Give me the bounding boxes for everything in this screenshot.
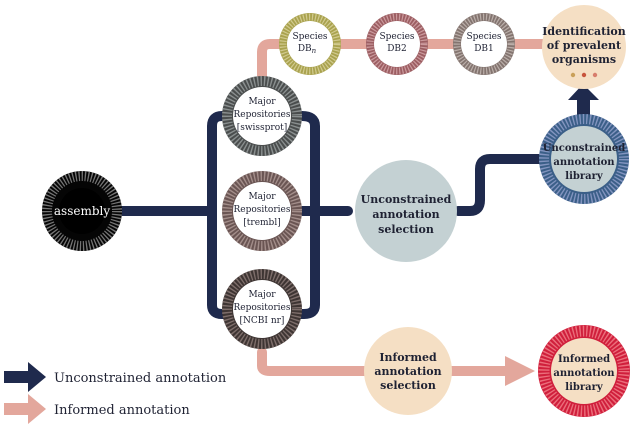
repo-ncbi-line1: Major — [248, 290, 276, 300]
repo-swissprot-line1: Major — [248, 97, 276, 107]
identification-line2: of prevalent — [547, 39, 622, 52]
repo-swissprot-line3: [swissprot] — [237, 123, 288, 133]
node-informed-library: Informed annotation library — [538, 325, 630, 417]
unconstrained-paths — [77, 111, 545, 319]
node-species-db2: Species DB2 — [366, 13, 428, 75]
path-swissprot-to-species — [257, 39, 290, 81]
node-unconstrained-library: Unconstrained annotation library — [539, 114, 629, 204]
repo-swissprot-line2: Repositories — [234, 110, 291, 120]
unconstrained-library-line3: library — [565, 171, 604, 182]
species-db1-line2: DB1 — [474, 44, 494, 54]
informed-selection-line3: selection — [380, 379, 436, 392]
legend-informed-label: Informed annotation — [54, 403, 190, 418]
arrow-up-to-identification — [568, 84, 599, 119]
identification-line3: organisms — [552, 53, 616, 66]
unconstrained-library-line2: annotation — [553, 157, 615, 168]
species-dbn-db: DB — [298, 44, 312, 54]
repo-ncbi-line2: Repositories — [234, 303, 291, 313]
node-repo-ncbi: Major Repositories [NCBI nr] — [222, 269, 302, 349]
legend-unconstrained: Unconstrained annotation — [4, 362, 227, 392]
unconstrained-arrow-icon — [4, 362, 46, 392]
unconstrained-selection-line1: Unconstrained — [361, 193, 452, 206]
unconstrained-library-line1: Unconstrained — [543, 143, 625, 154]
species-db1-line1: Species — [466, 32, 501, 42]
species-dbn-subscript: n — [312, 47, 317, 55]
species-dbn-line1: Species — [292, 32, 327, 42]
legend: Unconstrained annotation Informed annota… — [4, 362, 227, 424]
informed-arrow-icon — [4, 394, 46, 424]
informed-selection-line2: annotation — [374, 365, 441, 378]
informed-library-line3: library — [565, 382, 604, 393]
organism-dot-3 — [592, 72, 598, 78]
unconstrained-selection-line2: annotation — [372, 208, 439, 221]
informed-selection-line1: Informed — [379, 351, 437, 364]
repo-trembl-line2: Repositories — [234, 205, 291, 215]
informed-library-line1: Informed — [558, 354, 610, 365]
assembly-label: assembly — [54, 204, 110, 218]
informed-library-line2: annotation — [553, 368, 615, 379]
node-repo-trembl: Major Repositories [trembl] — [222, 171, 302, 251]
path-selection-to-library — [453, 154, 545, 216]
repo-trembl-line3: [trembl] — [243, 218, 280, 228]
identification-line1: Identification — [542, 25, 626, 38]
path-split-bracket — [207, 111, 237, 319]
organism-dot-2 — [581, 72, 587, 78]
node-species-db1: Species DB1 — [453, 13, 515, 75]
node-species-dbn: Species DBn — [279, 13, 341, 75]
repo-ncbi-line3: [NCBI nr] — [240, 316, 285, 326]
unconstrained-selection-line3: selection — [378, 223, 434, 236]
node-repo-swissprot: Major Repositories [swissprot] — [222, 76, 302, 156]
repo-trembl-line1: Major — [248, 192, 276, 202]
legend-unconstrained-label: Unconstrained annotation — [54, 371, 227, 386]
species-db2-line1: Species — [379, 32, 414, 42]
legend-informed: Informed annotation — [4, 394, 190, 424]
organism-dot-1 — [570, 72, 576, 78]
species-dbn-line2: DBn — [298, 44, 317, 55]
node-informed-selection: Informed annotation selection — [364, 327, 452, 415]
node-identification: Identification of prevalent organisms — [542, 5, 626, 89]
species-db2-line2: DB2 — [387, 44, 407, 54]
path-ncbi-to-informed — [257, 347, 375, 376]
node-assembly: assembly — [42, 171, 122, 251]
node-unconstrained-selection: Unconstrained annotation selection — [355, 160, 457, 262]
